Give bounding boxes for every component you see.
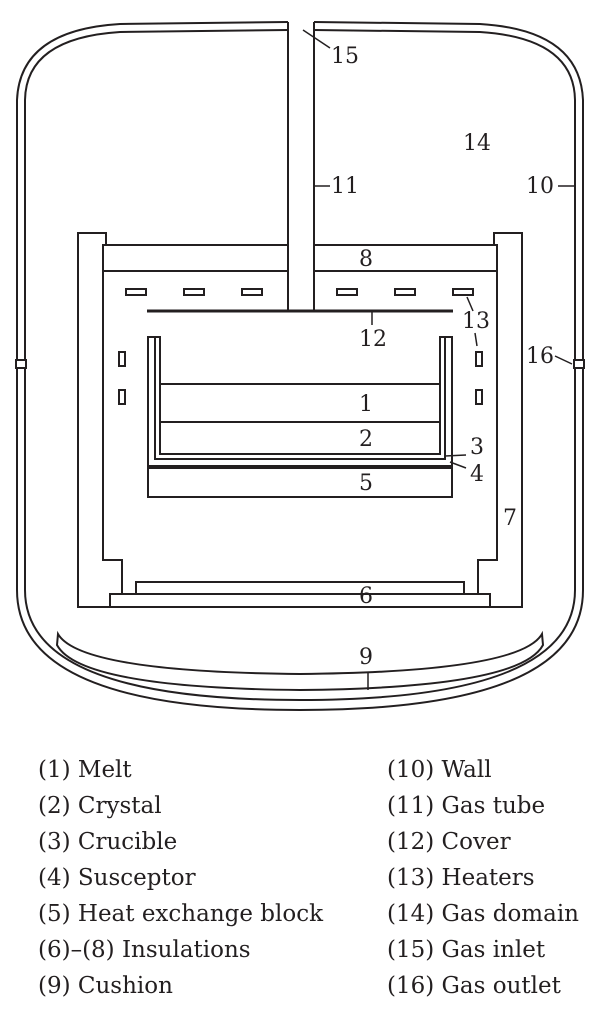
side-insulation — [77, 232, 123, 608]
side-insulation-right — [477, 232, 523, 608]
leader-13b — [474, 332, 478, 347]
leader-13a — [466, 296, 474, 312]
cushion-shape — [55, 630, 545, 692]
leader-15 — [302, 29, 331, 49]
label-insulation-side: 7 — [503, 506, 517, 531]
leader-16 — [554, 355, 573, 365]
label-melt: 1 — [359, 392, 373, 417]
legend-right-column: (10) Wall (11) Gas tube (12) Cover (13) … — [387, 752, 579, 1004]
legend-item: (11) Gas tube — [387, 793, 546, 819]
label-insulation-bottom: 6 — [359, 584, 373, 609]
gas-tube-shape — [147, 22, 453, 312]
label-crystal: 2 — [359, 427, 373, 452]
label-gas-outlet: 16 — [526, 344, 554, 369]
legend-item: (13) Heaters — [387, 865, 535, 891]
legend-item: (10) Wall — [387, 757, 492, 783]
label-heaters: 13 — [462, 309, 490, 334]
wall-inner-line — [24, 29, 576, 702]
heater — [118, 389, 126, 405]
heater — [394, 288, 416, 296]
legend-item: (12) Cover — [387, 829, 511, 855]
legend-item: (5) Heat exchange block — [38, 901, 324, 927]
label-crucible: 3 — [470, 435, 484, 460]
heater — [475, 351, 483, 367]
heater — [183, 288, 205, 296]
legend-item: (16) Gas outlet — [387, 973, 561, 999]
legend-item: (15) Gas inlet — [387, 937, 546, 963]
label-heat-exchange-block: 5 — [359, 471, 373, 496]
susceptor-shape — [147, 336, 453, 467]
label-insulation-top: 8 — [359, 247, 373, 272]
legend-item: (3) Crucible — [38, 829, 178, 855]
legend-item: (14) Gas domain — [387, 901, 579, 927]
heater — [475, 389, 483, 405]
legend-item: (6)–(8) Insulations — [38, 937, 251, 963]
label-gas-inlet: 15 — [331, 44, 359, 69]
top-insulation-left — [102, 244, 289, 272]
legend-item: (2) Crystal — [38, 793, 162, 819]
heater — [336, 288, 358, 296]
heater — [241, 288, 263, 296]
wall-outer-line — [16, 21, 584, 712]
gas-outlet-right — [573, 359, 585, 369]
gas-outlet-left — [15, 359, 27, 369]
heater — [125, 288, 147, 296]
furnace-schematic: 15 14 11 10 8 12 13 16 1 2 3 4 5 7 6 9 — [15, 21, 585, 712]
label-gas-tube: 11 — [331, 174, 359, 199]
legend-item: (9) Cushion — [38, 973, 173, 999]
label-gas-domain: 14 — [463, 131, 491, 156]
label-cover: 12 — [359, 327, 387, 352]
label-wall: 10 — [526, 174, 554, 199]
legend-item: (1) Melt — [38, 757, 132, 783]
leader-4 — [449, 461, 467, 469]
heater — [118, 351, 126, 367]
legend-item: (4) Susceptor — [38, 865, 196, 891]
heat-exchange-block — [147, 467, 453, 498]
label-susceptor: 4 — [470, 462, 484, 487]
heater — [452, 288, 474, 296]
top-insulation-right — [313, 244, 498, 272]
legend-left-column: (1) Melt (2) Crystal (3) Crucible (4) Su… — [38, 752, 323, 1004]
crucible-shape — [154, 336, 446, 460]
label-cushion: 9 — [359, 645, 373, 670]
leader-3 — [444, 454, 467, 457]
